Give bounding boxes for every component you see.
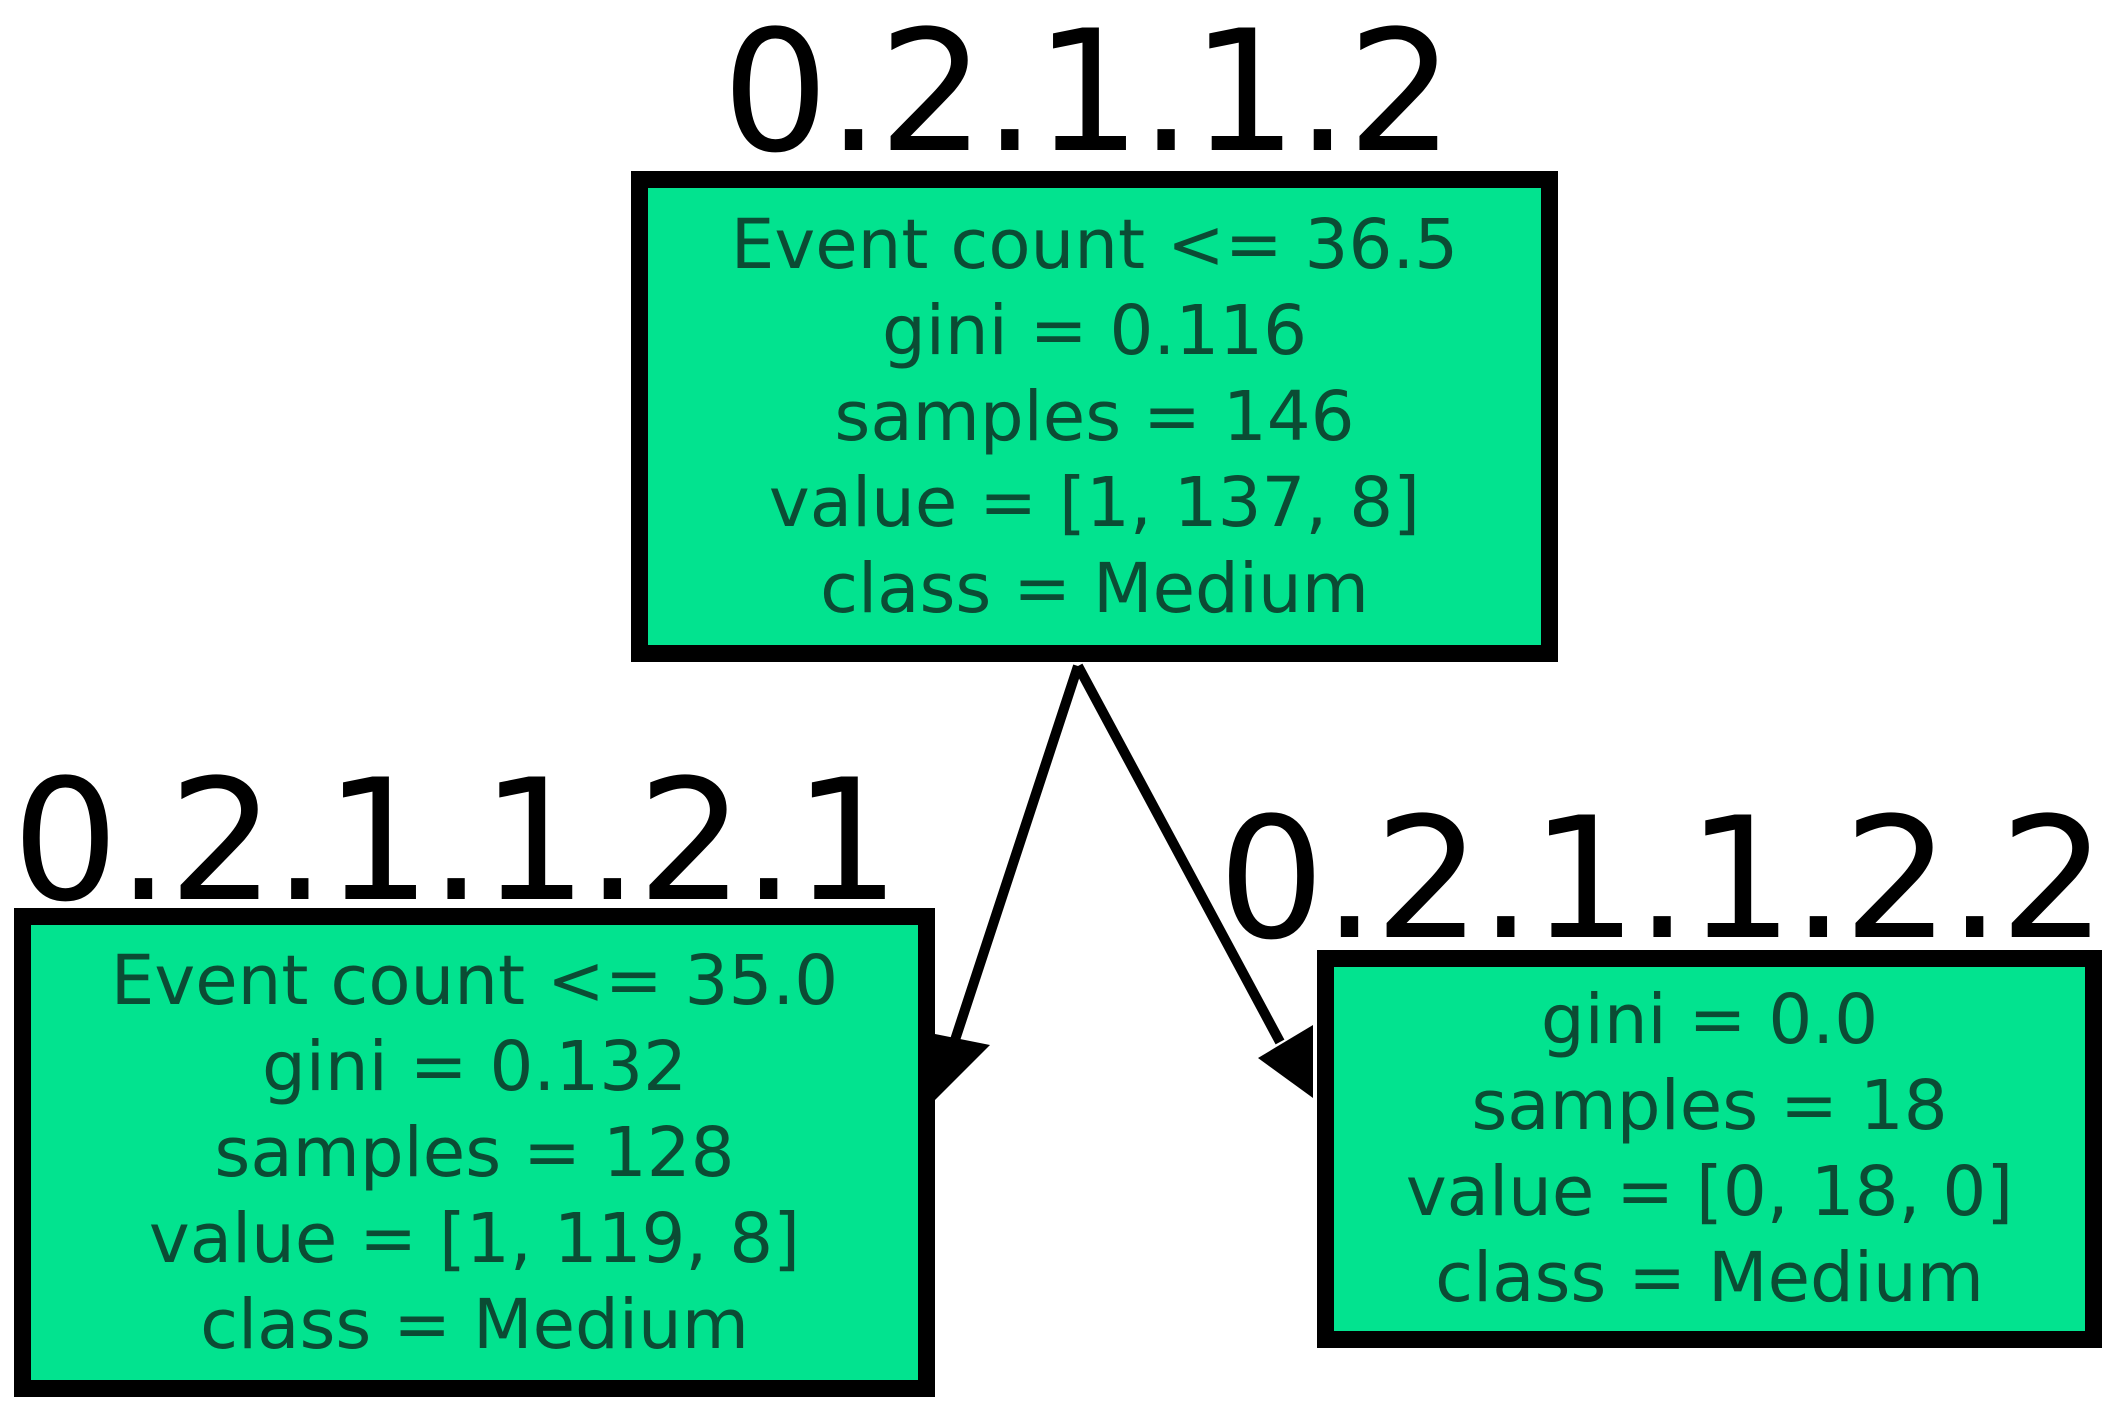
node-id-left: 0.2.1.1.2.1	[12, 743, 900, 939]
node-class: class = Medium	[200, 1284, 749, 1365]
node-samples: samples = 128	[214, 1112, 735, 1193]
node-value: value = [1, 119, 8]	[148, 1198, 801, 1279]
edge-line-right	[1073, 663, 1285, 1045]
node-split-rule: Event count <= 36.5	[730, 204, 1459, 285]
node-class: class = Medium	[1435, 1238, 1984, 1318]
node-class: class = Medium	[820, 548, 1369, 629]
node-value: value = [1, 137, 8]	[768, 462, 1421, 543]
tree-node-right: gini = 0.0 samples = 18 value = [0, 18, …	[1317, 950, 2102, 1348]
node-id-right: 0.2.1.1.2.2	[1218, 781, 2106, 977]
arrowhead-right	[1258, 1025, 1313, 1098]
node-id-root: 0.2.1.1.2	[722, 0, 1454, 190]
node-gini: gini = 0.116	[881, 290, 1308, 371]
edge-root-to-right	[1073, 663, 1313, 1098]
tree-node-root: Event count <= 36.5 gini = 0.116 samples…	[631, 171, 1558, 662]
node-samples: samples = 146	[834, 376, 1355, 457]
node-gini: gini = 0.0	[1540, 980, 1879, 1060]
node-samples: samples = 18	[1471, 1066, 1948, 1146]
tree-node-left: Event count <= 35.0 gini = 0.132 samples…	[14, 908, 935, 1397]
node-split-rule: Event count <= 35.0	[110, 940, 839, 1021]
node-gini: gini = 0.132	[261, 1026, 688, 1107]
edge-line-left	[950, 664, 1083, 1042]
edge-root-to-left	[915, 664, 1083, 1100]
node-value: value = [0, 18, 0]	[1405, 1152, 2014, 1232]
